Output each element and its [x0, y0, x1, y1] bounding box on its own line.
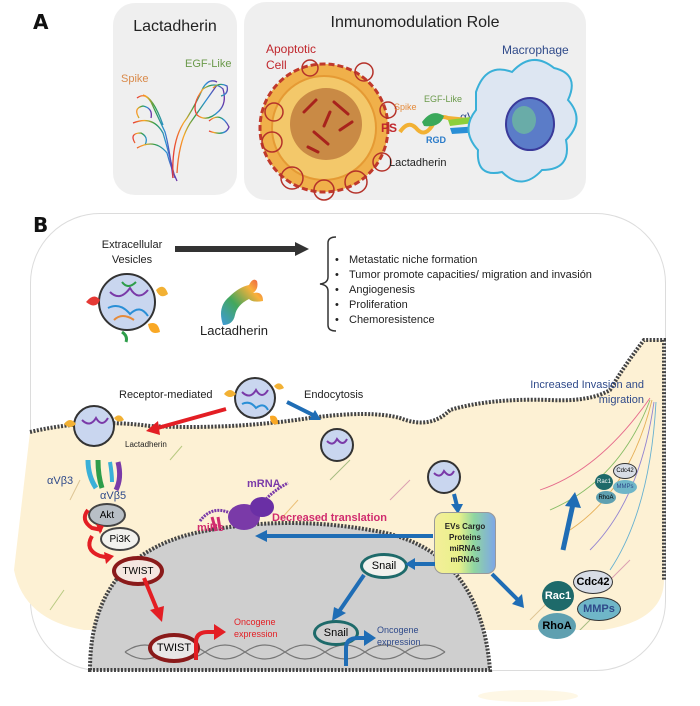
egf-like-domain-label: EGF-Like	[185, 58, 232, 70]
cargo-mirnas: miRNAs	[449, 544, 481, 553]
invasion-migration-label: Increased Invasion and migration	[520, 378, 644, 408]
decorative-blob	[478, 690, 578, 702]
oncogene-red-line2: expression	[234, 629, 278, 639]
snail-node: Snail	[360, 553, 408, 579]
rgd-label: RGD	[426, 135, 446, 145]
lactadherin-label: Lactadherin	[389, 157, 447, 169]
cargo-release-arrow	[451, 493, 463, 514]
cargo-mrnas: mRNAs	[450, 555, 480, 564]
ps-label: PS	[381, 121, 398, 135]
effect-item: Proliferation	[335, 298, 592, 313]
lactadherin-caption: Lactadherin	[200, 323, 268, 338]
cdc42-node: Cdc42	[573, 570, 613, 594]
twist-oncogene-expression-label: Oncogene expression	[234, 616, 278, 640]
decreased-translation-label: Decreased translation	[272, 512, 387, 524]
immunomodulation-panel: Inmunomodulation Role Apoptotic Cell Mac…	[244, 2, 586, 201]
lactadherin-structure-panel: Lactadherin Spike EGF-Like	[113, 3, 237, 195]
twist-node: TWIST	[112, 556, 164, 586]
endocytosis-label: Endocytosis	[304, 389, 364, 401]
mrna-label: mRNA	[247, 478, 281, 490]
cargo-to-rac1-arrow	[490, 572, 524, 608]
egf-like-label: EGF-Like	[424, 94, 463, 104]
effect-item: Angiogenesis	[335, 283, 592, 298]
invasion-label-line2: migration	[598, 394, 644, 406]
receptor-mediated-label: Receptor-mediated	[119, 389, 213, 401]
receptor-bound-vesicle	[64, 405, 124, 447]
spike-label: Spike	[394, 102, 417, 112]
ev-uptake-vesicle	[224, 377, 284, 425]
endocytosis-arrow	[286, 400, 321, 420]
cargo-to-snail-arrow	[405, 558, 435, 570]
integrin-avb5-label: αVβ5	[100, 490, 127, 502]
endocytosing-vesicle	[320, 428, 354, 462]
lactadherin-title: Lactadherin	[133, 18, 217, 35]
pi3k-node: Pi3K	[100, 527, 140, 551]
internalized-vesicle	[427, 460, 461, 494]
extracellular-vesicle-icon	[86, 273, 168, 343]
ribosome-mrna-illustration	[198, 481, 289, 532]
panel-b-label: B	[33, 213, 49, 237]
oncogene-blue-line1: Oncogene	[377, 625, 419, 635]
apoptotic-cell-illustration	[258, 59, 397, 201]
cdc42-small-node: Cdc42	[613, 463, 637, 479]
effects-list: Metastatic niche formation Tumor promote…	[335, 253, 592, 328]
lactadherin-ribbon-structure	[132, 80, 230, 182]
effect-item: Metastatic niche formation	[335, 253, 592, 268]
snail-nuclear-arrow	[332, 573, 366, 621]
akt-node: Akt	[88, 503, 126, 527]
snail-oncogene-expression-label: Oncogene expression	[377, 624, 421, 648]
rac1-small-node: Rac1	[595, 474, 613, 490]
effect-item: Chemoresistence	[335, 313, 592, 328]
ev-label-line2: Vesicles	[111, 254, 153, 266]
macrophage-illustration	[467, 59, 578, 183]
panel-a-label: A	[33, 10, 49, 34]
oncogene-blue-line2: expression	[377, 637, 421, 647]
rhoa-node: RhoA	[538, 613, 576, 639]
integrin-receptors	[85, 459, 123, 492]
cargo-title: EVs Cargo	[444, 522, 486, 531]
decreased-translation-arrow	[255, 530, 433, 542]
akt-pi3k-twist-arrows	[82, 508, 114, 564]
invasion-up-arrow	[560, 492, 581, 551]
extracellular-vesicles-label: Extracellular Vesicles	[97, 238, 167, 268]
apoptotic-cell-label-line2: Cell	[266, 58, 287, 72]
macrophage-label: Macrophage	[502, 43, 569, 57]
ev-label-line1: Extracellular	[101, 239, 163, 251]
twist-oncogene-arrow	[194, 624, 226, 660]
rac1-node: Rac1	[542, 581, 574, 611]
snail-nuclear-node: Snail	[313, 620, 359, 646]
cargo-proteins: Proteins	[448, 533, 481, 542]
receptor-mediated-arrow	[146, 407, 227, 435]
immunomodulation-title: Inmunomodulation Role	[330, 14, 500, 31]
mmps-small-node: MMPs	[613, 480, 637, 494]
effects-arrow	[175, 242, 309, 256]
mirs-label: miRs	[197, 522, 224, 534]
bound-lactadherin-label: Lactadherin	[125, 440, 167, 449]
ev-cargo-box: EVs Cargo Proteins miRNAs mRNAs	[434, 512, 496, 574]
rhoa-small-node: RhoA	[596, 491, 616, 504]
apoptotic-cell-label-line1: Apoptotic	[266, 42, 317, 56]
integrin-avb3-label: αVβ3	[47, 475, 74, 487]
oncogene-red-line1: Oncogene	[234, 617, 276, 627]
spike-domain-label: Spike	[121, 73, 149, 85]
mmps-node: MMPs	[577, 597, 621, 621]
twist-nuclear-arrow	[142, 577, 164, 622]
invasion-label-line1: Increased Invasion and	[530, 379, 644, 391]
effect-item: Tumor promote capacities/ migration and …	[335, 268, 592, 283]
effects-brace	[319, 236, 337, 332]
snail-oncogene-arrow	[344, 630, 376, 666]
lactadherin-icon	[221, 279, 263, 325]
